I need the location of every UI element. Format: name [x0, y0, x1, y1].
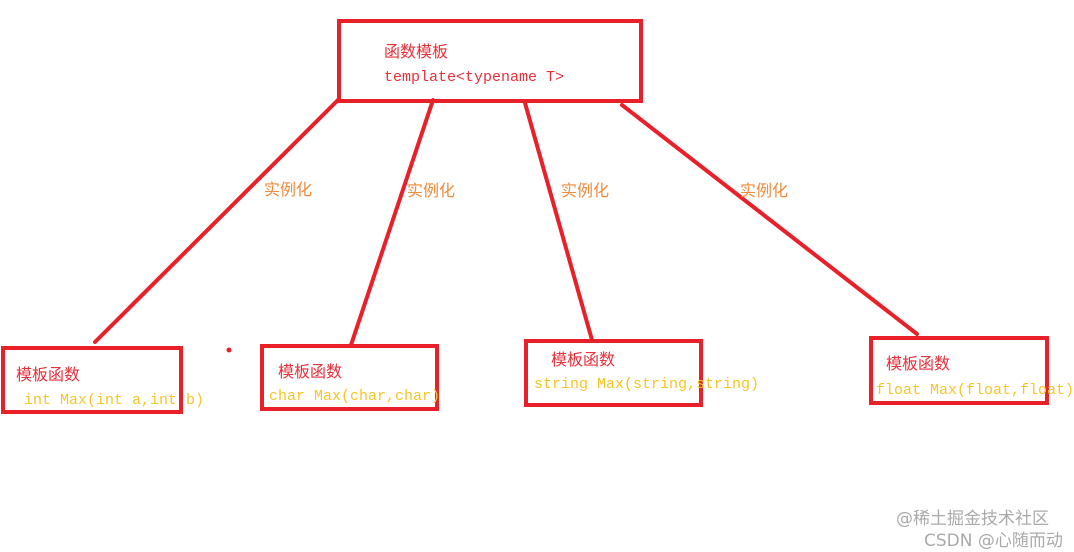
root-box [337, 19, 643, 103]
stray-dot [226, 347, 232, 353]
child-code-2: char Max(char,char) [269, 388, 440, 405]
child-code-3: string Max(string,string) [534, 376, 759, 393]
edge-label-2: 实例化 [407, 181, 455, 200]
child-code-1: int Max(int a,int b) [24, 392, 204, 409]
edge-2 [349, 98, 435, 347]
child-box-1 [1, 346, 183, 414]
edge-3 [523, 101, 594, 342]
watermark-csdn: CSDN @心随而动 [924, 531, 1063, 551]
child-title-2: 模板函数 [278, 362, 342, 381]
child-code-4: float Max(float,float) [876, 382, 1074, 399]
root-title: 函数模板 [384, 42, 448, 61]
child-box-2 [260, 344, 439, 411]
child-title-4: 模板函数 [886, 354, 950, 373]
edge-label-4: 实例化 [740, 181, 788, 200]
child-box-4 [869, 336, 1049, 405]
root-code: template<typename T> [384, 69, 564, 86]
edge-label-1: 实例化 [264, 180, 312, 199]
child-title-1: 模板函数 [16, 365, 80, 384]
edge-label-3: 实例化 [561, 181, 609, 200]
child-box-3 [524, 339, 703, 407]
edge-1 [93, 98, 340, 344]
watermark-juejin: @稀土掘金技术社区 [896, 509, 1049, 529]
edge-4 [620, 103, 919, 336]
child-title-3: 模板函数 [551, 350, 615, 369]
